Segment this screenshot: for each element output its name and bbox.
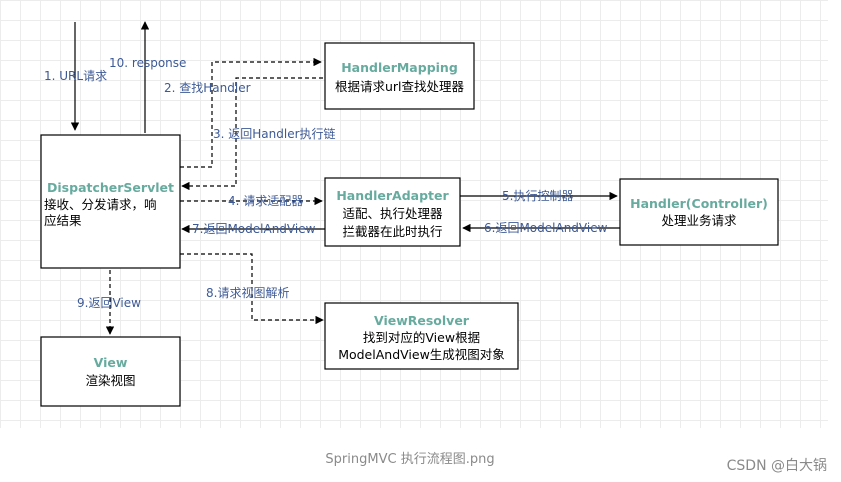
edge-label-return-mav-7: 7.返回ModelAndView [192,222,316,236]
node-dispatcher-servlet: DispatcherServlet 接收、分发请求，响 应结果 [40,134,181,269]
edge-request-resolve [180,253,324,325]
node-line: 拦截器在此时执行 [342,224,442,239]
node-line: 适配、执行处理器 [342,206,443,221]
edge-label-return-view: 9.返回View [77,296,141,310]
image-caption: SpringMVC 执行流程图.png [325,452,495,467]
edge-label-return-chain: 3. 返回Handler执行链 [213,126,336,141]
edge-label-request-resolve: 8.请求视图解析 [206,285,289,300]
watermark: CSDN @白大锅 [726,458,827,474]
node-title: HandlerMapping [341,60,458,75]
edge-label-return-mav-6: 6.返回ModelAndView [484,221,608,235]
node-line: 渲染视图 [85,373,135,388]
node-title: DispatcherServlet [47,180,174,195]
node-line: 接收、分发请求，响 [44,197,157,212]
flow-diagram: DispatcherServlet 接收、分发请求，响 应结果 HandlerM… [40,21,779,407]
node-title: View [94,355,128,370]
edge-label-find-handler: 2. 查找Handler [164,81,251,95]
node-handler-mapping: HandlerMapping 根据请求url查找处理器 [324,42,475,110]
node-line: 应结果 [44,213,82,228]
node-line: 根据请求url查找处理器 [335,79,465,94]
node-title: HandlerAdapter [336,188,449,203]
node-view-resolver: ViewResolver 找到对应的View根据 ModelAndView生成视… [324,302,519,370]
node-line: 找到对应的View根据 [363,330,480,345]
edge-label-exec-controller: 5.执行控制器 [502,189,573,203]
edge-find-handler [180,57,322,168]
node-view: View 渲染视图 [40,336,181,407]
edge-label-request-adapter: 4. 请求适配器 [228,194,303,208]
node-title: ViewResolver [374,313,470,328]
edge-return-chain [181,77,323,191]
node-handler-controller: Handler(Controller) 处理业务请求 [619,178,779,246]
node-line: ModelAndView生成视图对象 [338,347,505,362]
edge-label-response: 10. response [109,56,186,70]
node-handler-adapter: HandlerAdapter 适配、执行处理器 拦截器在此时执行 [324,177,461,247]
node-line: 处理业务请求 [661,213,737,228]
edge-label-url-request: 1. URL请求 [44,69,107,83]
node-title: Handler(Controller) [630,196,768,211]
